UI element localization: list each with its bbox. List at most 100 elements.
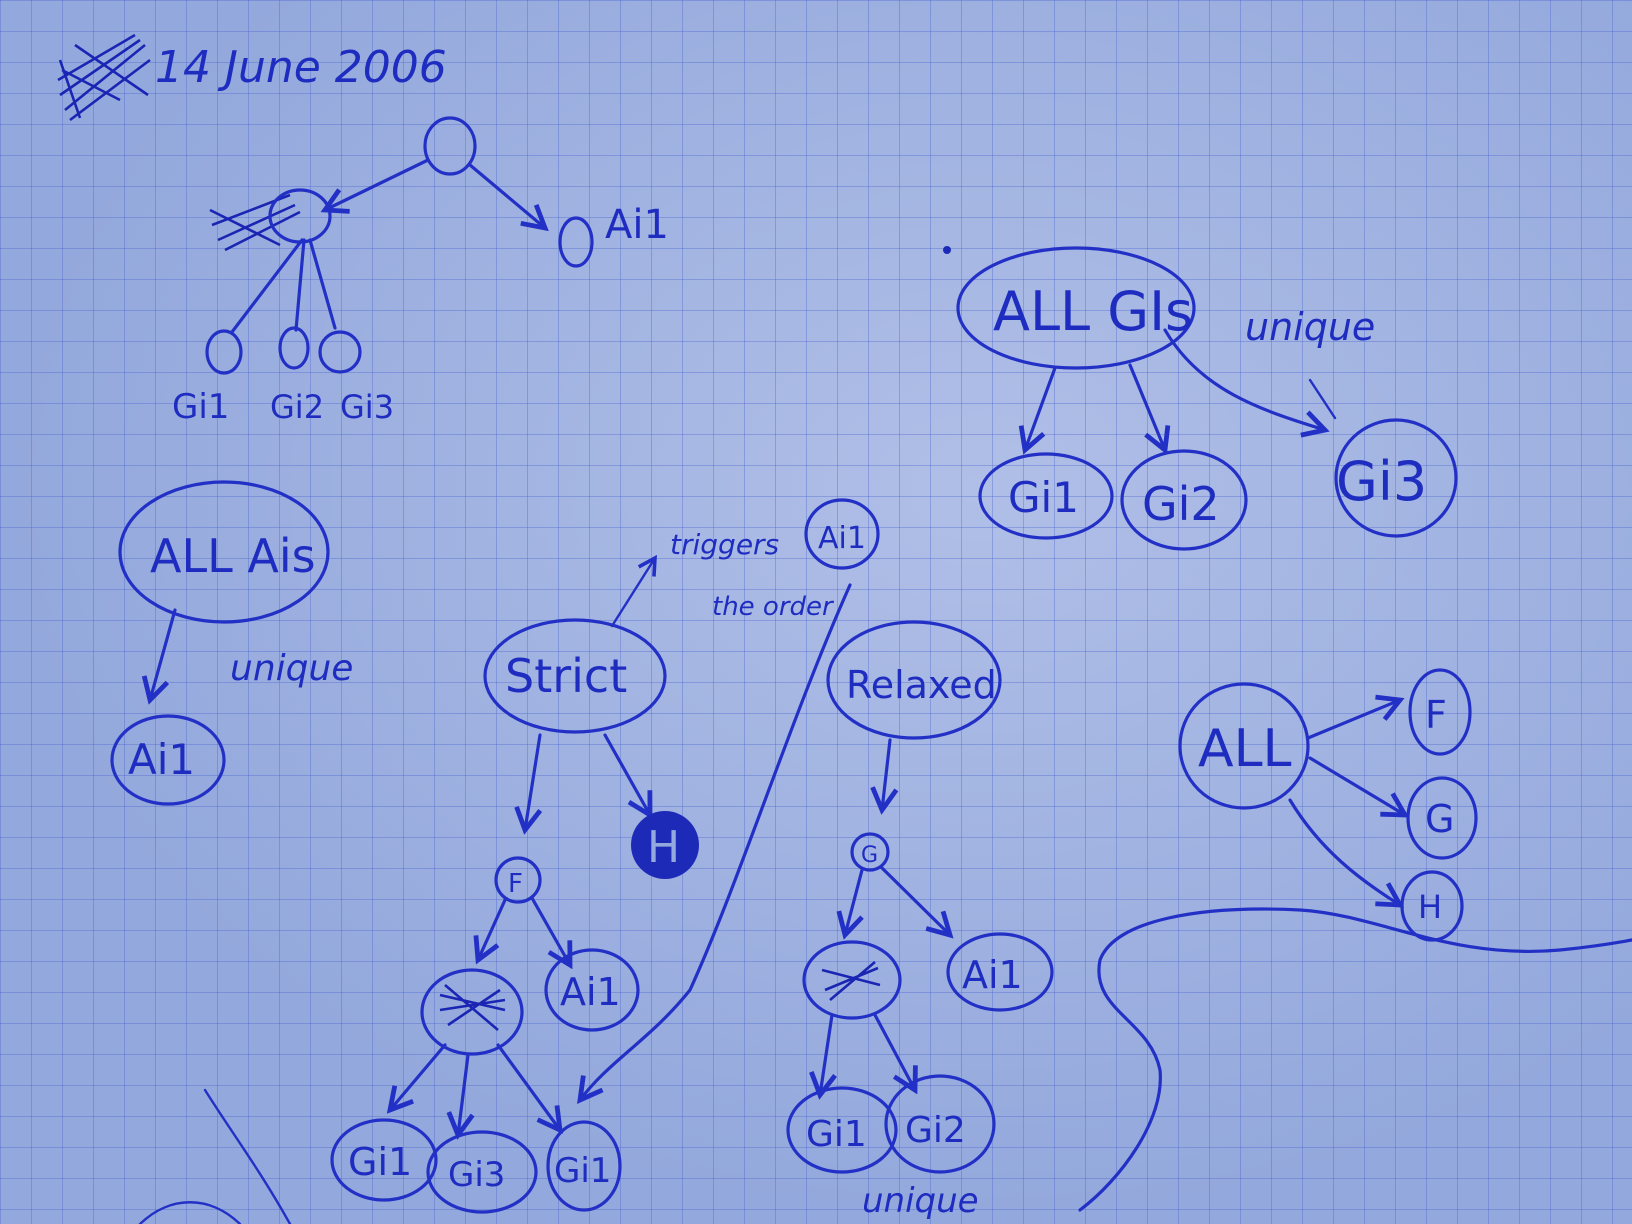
top-leaf-gi1-label: Gi1 [172, 387, 229, 427]
all-ais-annotation: unique [230, 648, 353, 689]
top-leaf-gi1-node [205, 329, 243, 375]
edge-strict-f [525, 733, 540, 830]
crossed-out-scribble [57, 33, 151, 122]
scribble-mark [439, 984, 506, 1031]
all-ais-child-label: Ai1 [128, 735, 195, 784]
all-ais-child-node [110, 714, 226, 806]
edge-all-f [1306, 700, 1400, 740]
strict-child-h-label: H [647, 822, 680, 873]
edge-to-gi2 [294, 238, 306, 332]
top-left-node [268, 188, 332, 244]
strict-tree: Strict triggers the order Ai1 F H Ai1 Gi… [330, 498, 880, 1214]
top-tree: Ai1 Gi1 Gi2 Gi3 [172, 116, 669, 427]
edge-allgis-gi2 [1128, 363, 1165, 450]
scribbled-node [209, 193, 301, 252]
all-root-label: ALL [1198, 719, 1292, 779]
top-leaf-gi3-node [318, 330, 362, 374]
all-gis-root-label: ALL GIs [993, 280, 1193, 343]
edge-allgis-gi1 [1025, 366, 1057, 450]
edge-scribbled-gi2-relaxed [873, 1013, 915, 1090]
top-leaf-gi3-label: Gi3 [340, 388, 394, 426]
edge-f-scribbled [478, 898, 507, 960]
strict-leaf-gi1-node [330, 1118, 438, 1202]
edge-scribbled-gi1-relaxed [820, 1013, 832, 1095]
edge-all-h [1288, 798, 1400, 905]
strict-leaf-gi1b-label: Gi1 [554, 1151, 611, 1191]
edge-all-g [1308, 756, 1405, 815]
strict-leaf-gi3-node [426, 1130, 538, 1214]
relaxed-leaf-gi1-node [786, 1086, 898, 1174]
strict-leaf-gi1-label: Gi1 [348, 1140, 412, 1184]
strict-child-f-label: F [508, 869, 523, 899]
relaxed-leaf-gi2-label: Gi2 [905, 1110, 966, 1151]
wavy-separator-line [1078, 907, 1632, 1212]
edge-scribbled-gi3 [458, 1053, 468, 1135]
relaxed-child-g-label: G [861, 843, 878, 868]
all-ais-tree: ALL Ais unique Ai1 [110, 480, 353, 806]
all-child-h-label: H [1418, 888, 1442, 926]
edge-allgis-gi3 [1163, 328, 1325, 430]
relaxed-g-child-ai1-node [946, 932, 1054, 1012]
relaxed-scribbled-node [802, 940, 902, 1020]
all-gis-child-gi1-label: Gi1 [1008, 473, 1079, 522]
strict-scribbled-node [420, 968, 524, 1056]
relaxed-child-g-node [850, 832, 890, 872]
all-child-g-label: G [1425, 797, 1454, 841]
relaxed-g-child-ai1-label: Ai1 [962, 953, 1023, 997]
strict-root-label: Strict [505, 649, 627, 703]
relaxed-root-node [826, 620, 1002, 740]
relaxed-leaf-gi2-node [884, 1074, 996, 1174]
strict-annotation-line2: the order [712, 592, 835, 622]
date-header: 14 June 2006 [57, 33, 447, 122]
edge-g-scribbled [845, 868, 862, 935]
all-gis-child-gi1-node [978, 452, 1114, 540]
edge-strict-h [603, 733, 650, 815]
strict-annotation-ai1-node [804, 498, 880, 570]
strict-child-h-node [631, 811, 699, 879]
all-gis-tree: ALL GIs unique Gi1 Gi2 Gi3 [943, 246, 1458, 551]
all-gis-annotation: unique [1245, 305, 1375, 349]
unique-pointer [1308, 378, 1337, 420]
partial-curve [138, 1088, 292, 1224]
edge-scribbled-gi1b [496, 1043, 560, 1130]
edge-allais-ai1 [150, 608, 177, 700]
all-ais-root-node [118, 480, 330, 624]
strict-leaf-gi1b-node [546, 1120, 622, 1212]
all-gis-child-gi2-node [1120, 449, 1248, 551]
top-leaf-gi2-label: Gi2 [270, 388, 324, 426]
edge-relaxed-g [882, 738, 890, 810]
all-gis-child-gi2-label: Gi2 [1142, 477, 1220, 531]
all-child-f-node [1408, 668, 1472, 756]
relaxed-leaf-gi1-label: Gi1 [806, 1114, 867, 1155]
all-child-f-label: F [1425, 693, 1447, 737]
strict-annotation-line1: triggers [670, 528, 779, 561]
relaxed-tree: Relaxed G Ai1 Gi1 Gi2 unique [786, 620, 1054, 1221]
edge-root-left [325, 158, 430, 210]
strict-f-child-ai1-node [544, 948, 640, 1032]
top-right-leaf-label: Ai1 [605, 202, 669, 248]
all-gis-child-gi3-label: Gi3 [1336, 450, 1427, 513]
all-child-g-node [1406, 776, 1478, 860]
all-ais-root-label: ALL Ais [150, 529, 316, 583]
edge-scribbled-gi1 [390, 1043, 447, 1110]
all-gis-root-node [956, 246, 1196, 370]
relaxed-scribble-mark [821, 961, 881, 1001]
top-root-node [423, 116, 477, 176]
strict-leaf-gi3-label: Gi3 [448, 1155, 505, 1195]
strict-child-f-node [494, 856, 542, 904]
all-gis-child-gi3-node [1334, 418, 1458, 538]
edge-to-gi1 [230, 238, 304, 334]
edge-root-right [468, 163, 545, 228]
relaxed-root-label: Relaxed [846, 663, 997, 707]
edge-f-ai1 [530, 896, 570, 965]
edge-to-gi3 [308, 238, 337, 330]
relaxed-annotation: unique [862, 1181, 979, 1221]
top-right-leaf-node [558, 216, 594, 268]
edge-g-ai1 [880, 866, 950, 935]
top-leaf-gi2-node [278, 326, 310, 370]
strict-root-node [483, 618, 667, 734]
edge-annotation-to-leaf [580, 583, 852, 1100]
all-fgh-tree: ALL F G H [1178, 668, 1478, 942]
strict-annotation-ai1-label: Ai1 [818, 521, 866, 556]
